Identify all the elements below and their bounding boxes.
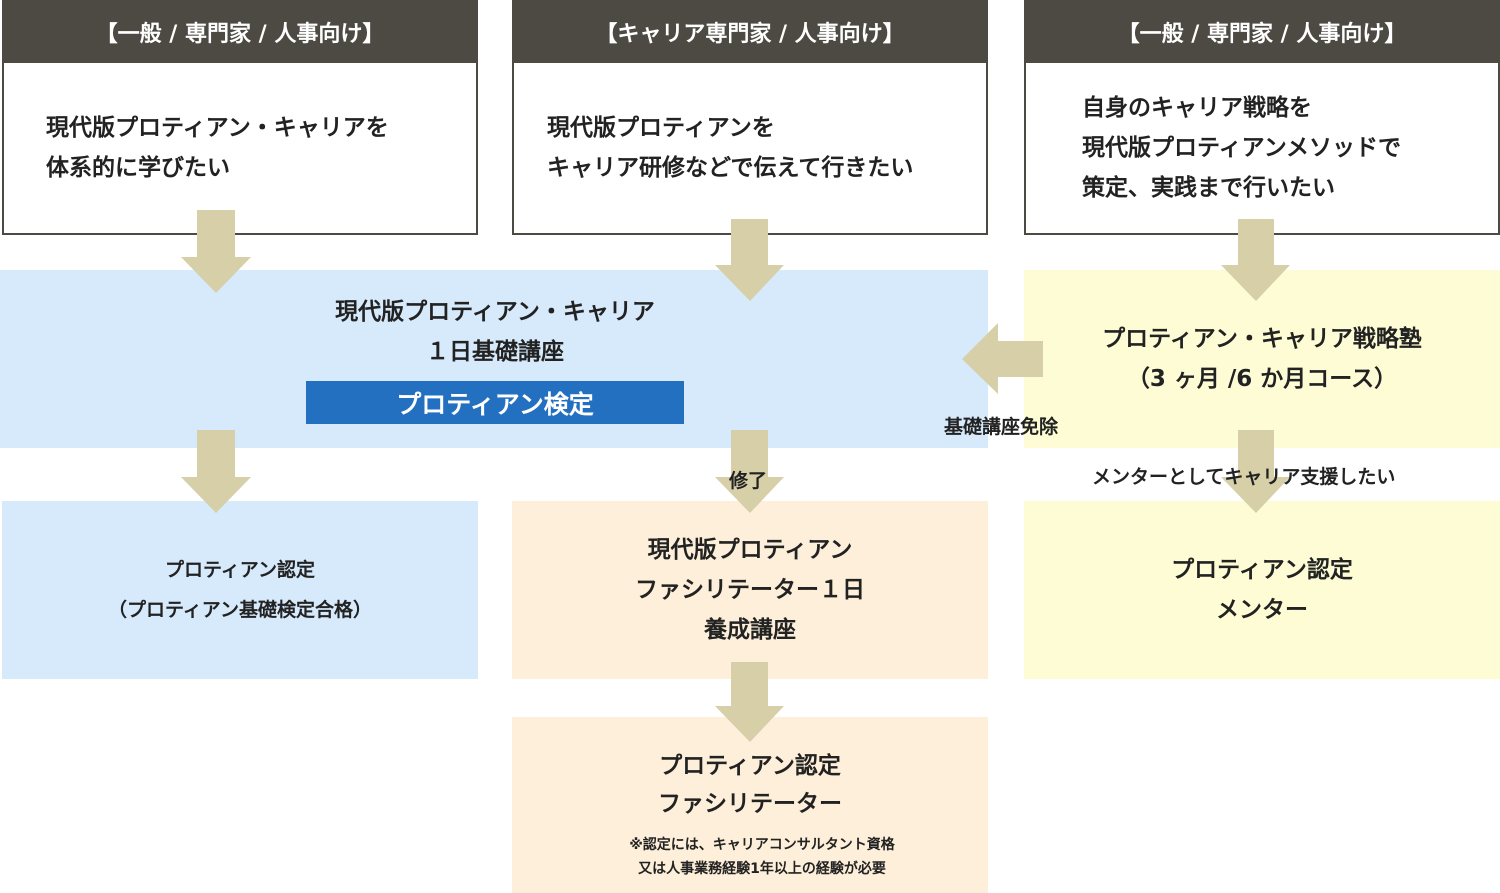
facilitator-course-line: ファシリテーター１日 <box>635 577 865 603</box>
facilitator-cert-panel <box>512 717 988 893</box>
question-line: 現代版プロティアンを <box>547 115 775 141</box>
mentor-path-label: メンターとしてキャリア支援したい <box>1092 466 1396 488</box>
question-box-1: 現代版プロティアン・キャリアを 体系的に学びたい <box>2 63 478 235</box>
column-header-label: 【一般 / 専門家 / 人事向け】 <box>1117 21 1407 47</box>
facilitator-cert-line: ファシリテーター <box>658 791 842 817</box>
facilitator-course-line: 現代版プロティアン <box>647 537 853 563</box>
facilitator-course-line: 養成講座 <box>704 617 796 643</box>
basic-course-title-line: １日基礎講座 <box>426 339 564 365</box>
arrow-down-icon <box>1221 430 1290 513</box>
facilitator-cert-title: プロティアン認定 ファシリテーター <box>512 745 988 825</box>
certified-line: （プロティアン基礎検定合格） <box>107 599 373 621</box>
question-line: キャリア研修などで伝えて行きたい <box>547 155 914 181</box>
question-line: 現代版プロティアンメソッドで <box>1082 135 1402 161</box>
arrow-down-icon <box>181 210 251 293</box>
column-header-label: 【一般 / 専門家 / 人事向け】 <box>95 21 385 47</box>
basic-course-title-line: 現代版プロティアン・キャリア <box>335 299 655 325</box>
question-line: 現代版プロティアン・キャリアを <box>46 115 389 141</box>
mentor-line: プロティアン認定 <box>1171 557 1353 583</box>
arrow-left-icon <box>962 323 1043 394</box>
exemption-label: 基礎講座免除 <box>944 416 1059 438</box>
facilitator-cert-line: プロティアン認定 <box>659 753 841 779</box>
strategy-course-title-line: プロティアン・キャリア戦略塾 <box>1102 326 1422 352</box>
mentor-panel: プロティアン認定 メンター <box>1024 501 1500 679</box>
protean-exam-tag: プロティアン検定 <box>306 381 684 424</box>
basic-course-title: 現代版プロティアン・キャリア １日基礎講座 <box>300 290 690 374</box>
column-header-general-1: 【一般 / 専門家 / 人事向け】 <box>2 0 478 63</box>
column-header-label: 【キャリア専門家 / 人事向け】 <box>595 21 905 47</box>
facilitator-course-panel: 現代版プロティアン ファシリテーター１日 養成講座 <box>512 501 988 679</box>
protean-exam-tag-label: プロティアン検定 <box>396 389 594 419</box>
column-header-general-2: 【一般 / 専門家 / 人事向け】 <box>1024 0 1500 63</box>
completion-label: 修了 <box>729 470 768 492</box>
question-line: 自身のキャリア戦略を <box>1082 95 1312 121</box>
question-line: 体系的に学びたい <box>46 155 230 181</box>
arrow-down-icon <box>181 430 251 513</box>
facilitator-cert-notes: ※認定には、キャリアコンサルタント資格 又は人事業務経験1年以上の経験が必要 <box>512 832 1012 882</box>
question-line: 策定、実践まで行いたい <box>1082 175 1335 201</box>
facilitator-cert-note: ※認定には、キャリアコンサルタント資格 <box>629 837 895 853</box>
certified-line: プロティアン認定 <box>164 559 316 581</box>
question-box-2: 現代版プロティアンを キャリア研修などで伝えて行きたい <box>512 63 988 235</box>
column-header-career-expert: 【キャリア専門家 / 人事向け】 <box>512 0 988 63</box>
mentor-line: メンター <box>1216 597 1308 623</box>
arrow-down-icon <box>1221 219 1290 301</box>
arrow-down-icon <box>715 430 784 513</box>
strategy-course-title-line: （3 ヶ月 /6 か月コース） <box>1126 366 1398 392</box>
question-box-3: 自身のキャリア戦略を 現代版プロティアンメソッドで 策定、実践まで行いたい <box>1024 63 1500 235</box>
arrow-down-icon <box>715 219 784 301</box>
certified-panel: プロティアン認定 （プロティアン基礎検定合格） <box>2 501 478 679</box>
arrow-down-icon <box>715 662 784 742</box>
facilitator-cert-note: 又は人事業務経験1年以上の経験が必要 <box>638 861 886 877</box>
strategy-course-panel: プロティアン・キャリア戦略塾 （3 ヶ月 /6 か月コース） <box>1024 270 1500 448</box>
